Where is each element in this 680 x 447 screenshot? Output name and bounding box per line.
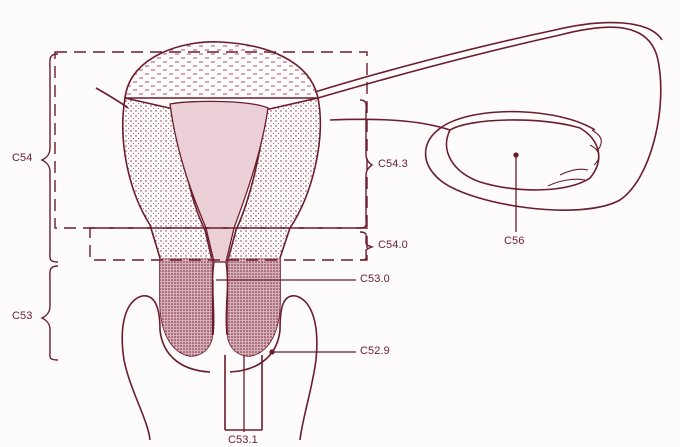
cervix-shading [160, 258, 212, 356]
label-c53-1: C53.1 [228, 434, 258, 446]
label-c52-9: C52.9 [360, 345, 390, 357]
label-c53: C53 [12, 310, 32, 322]
fallopian-tube-left [96, 88, 128, 108]
ovary-ligament [330, 119, 450, 130]
brace-c53 [42, 266, 58, 360]
ovary-folds [548, 169, 588, 186]
label-c54: C54 [12, 152, 32, 164]
cervix-shading-right [228, 258, 280, 356]
label-c54-0: C54.0 [378, 239, 408, 251]
fallopian-tube-upper [315, 23, 662, 92]
fimbria [590, 130, 601, 165]
label-c56: C56 [504, 235, 524, 247]
brace-c54-0 [360, 232, 372, 260]
label-c54-3: C54.3 [378, 158, 408, 170]
uterine-fundus [125, 42, 318, 98]
endocervical-canal [213, 262, 228, 335]
label-c53-0: C53.0 [360, 273, 390, 285]
